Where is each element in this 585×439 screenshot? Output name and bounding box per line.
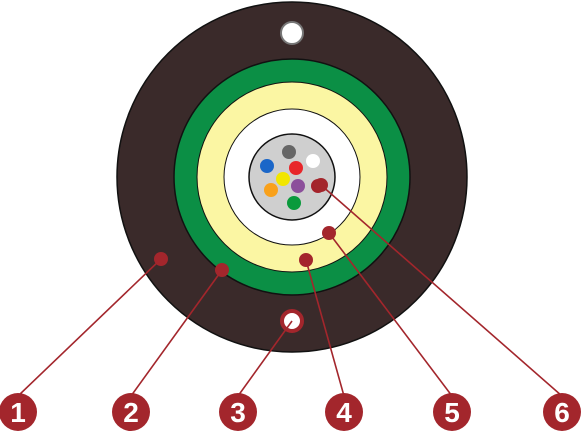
fiber-blue [260, 159, 274, 173]
callout-number-1: 1 [10, 397, 26, 428]
leader-line-4 [305, 259, 345, 397]
callout-number-6: 6 [554, 397, 570, 428]
top-ripcord [280, 21, 304, 45]
anchor-dot-4 [299, 253, 313, 267]
anchor-dots [154, 178, 336, 277]
callout-badge-5 [433, 393, 471, 431]
callout-number-2: 2 [123, 397, 139, 428]
fiber-gray [282, 145, 296, 159]
callout-badge-4 [325, 393, 363, 431]
leader-line-2 [130, 269, 223, 397]
anchor-dot-6 [314, 178, 328, 192]
fiber-yellow [276, 172, 290, 186]
fiber-green [287, 196, 301, 210]
leader-line-6 [320, 184, 563, 397]
anchor-dot-2 [215, 263, 229, 277]
leader-line-5 [328, 232, 453, 397]
callout-badge-2 [112, 393, 150, 431]
callout-number-3: 3 [230, 397, 246, 428]
callout-badges: 1 2 3 4 5 6 [0, 393, 581, 431]
leader-line-3 [237, 320, 293, 397]
anchor-dot-1 [154, 252, 168, 266]
callout-badge-1 [0, 393, 37, 431]
fiber-white [306, 154, 320, 168]
callout-badge-6 [543, 393, 581, 431]
fiber-violet [291, 179, 305, 193]
anchor-dot-5 [322, 226, 336, 240]
fiber-group [260, 145, 325, 210]
callout-number-4: 4 [336, 397, 352, 428]
callout-number-5: 5 [444, 397, 460, 428]
fiber-orange [264, 183, 278, 197]
leader-line-1 [17, 258, 162, 397]
callout-badge-3 [219, 393, 257, 431]
leader-lines [17, 184, 563, 397]
fiber-red [289, 161, 303, 175]
